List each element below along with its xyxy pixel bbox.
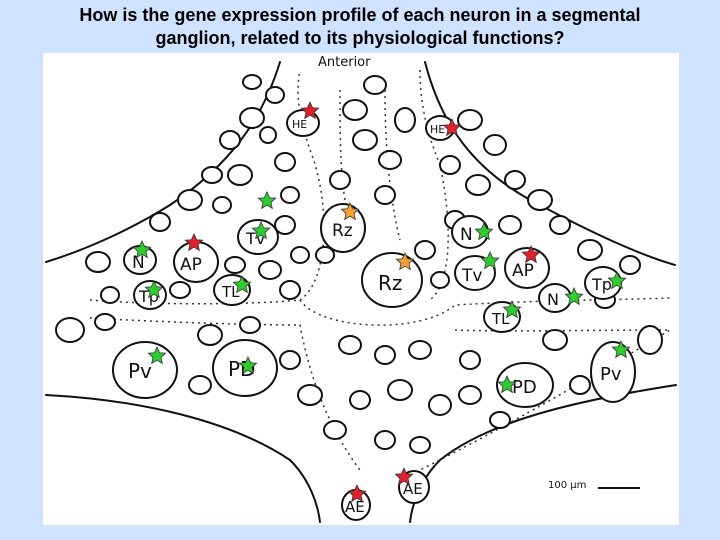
label-rz-top: Rz xyxy=(332,221,353,241)
cell-pd-right xyxy=(496,362,554,408)
label-n-right-mid: N xyxy=(547,290,559,309)
label-n-left: N xyxy=(132,253,145,273)
label-pv-left: Pv xyxy=(128,359,152,383)
question-line-1: How is the gene expression profile of ea… xyxy=(79,5,641,25)
label-tp-right: Tp xyxy=(591,275,612,294)
label-he-left: HE xyxy=(292,118,307,131)
label-ae-left: AE xyxy=(345,498,365,516)
label-ae-right: AE xyxy=(403,480,423,498)
label-tl-left: TL xyxy=(221,283,240,301)
cell-ap-right xyxy=(504,247,550,289)
label-pv-right: Pv xyxy=(600,364,622,385)
label-tv-right: Tv xyxy=(461,266,482,286)
question-title: How is the gene expression profile of ea… xyxy=(0,4,720,50)
label-n-right-top: N xyxy=(460,225,473,245)
cell-bodies xyxy=(55,74,663,454)
label-ap-right: AP xyxy=(512,261,534,281)
ganglion-outline-bottom-left xyxy=(45,394,321,523)
label-ap-left: AP xyxy=(180,255,202,275)
green-star-1 xyxy=(257,191,277,209)
anterior-label: Anterior xyxy=(318,55,371,70)
label-rz-center: Rz xyxy=(378,271,402,295)
label-tl-right: TL xyxy=(491,310,510,328)
cell-tv-right xyxy=(454,255,496,291)
label-pd-right: PD xyxy=(512,377,537,398)
question-line-2: ganglion, related to its physiological f… xyxy=(155,28,565,48)
labeled-neurons xyxy=(112,109,636,521)
scale-bar-label: 100 μm xyxy=(548,480,586,491)
label-he-right: HE xyxy=(430,123,445,136)
ganglion-outline-left xyxy=(45,61,281,263)
cell-pv-right xyxy=(590,341,636,403)
